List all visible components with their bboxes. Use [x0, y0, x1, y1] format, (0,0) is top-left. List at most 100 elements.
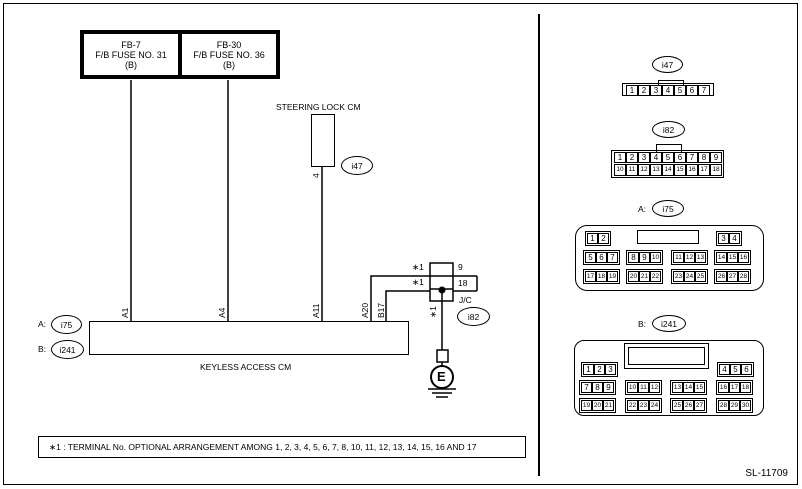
i75-connector-label: i75	[652, 200, 684, 217]
ground-label: E	[437, 369, 446, 384]
i241-latch	[624, 343, 709, 369]
connector-pin: 23	[673, 271, 684, 282]
connector-pin: 3	[638, 152, 650, 163]
fuse-fb30-box: FB-30 F/B FUSE NO. 36 (B)	[178, 30, 280, 79]
connector-pin: 22	[627, 400, 638, 411]
pin-group-frame	[625, 398, 662, 413]
connector-pin: 7	[607, 252, 618, 263]
connector-pin: 3	[718, 233, 729, 244]
i75-prefix: A:	[638, 204, 647, 214]
connector-pin: 18	[740, 382, 751, 393]
connector-pin: 8	[698, 152, 710, 163]
pin-group-frame	[626, 269, 663, 284]
connector-pin: 16	[686, 164, 698, 176]
keyless-b-prefix: B:	[38, 344, 47, 354]
pin-group-frame	[579, 380, 616, 395]
connector-pin: 27	[694, 400, 705, 411]
connector-pin: 9	[603, 382, 614, 393]
diagram-code: SL-11709	[745, 468, 788, 479]
connector-pin: 5	[674, 85, 686, 96]
connector-pin: 17	[698, 164, 710, 176]
connector-pin: 9	[710, 152, 722, 163]
jc-vertical-star: ∗1	[428, 306, 438, 318]
connector-pin: 7	[581, 382, 592, 393]
pin-group-frame	[585, 231, 611, 246]
connector-pin: 16	[738, 252, 749, 263]
connector-pin: 10	[627, 382, 638, 393]
i241-connector-body	[574, 340, 764, 416]
terminal-note: ∗1 : TERMINAL No. OPTIONAL ARRANGEMENT A…	[38, 436, 526, 458]
fuse-fb7-id: FB-7	[121, 39, 141, 50]
connector-pin: 28	[738, 271, 749, 282]
connector-pin: 14	[683, 382, 694, 393]
pin-a1: A1	[120, 307, 130, 318]
connector-pin: 8	[592, 382, 603, 393]
pin-group-frame	[716, 380, 753, 395]
connector-pin: 2	[598, 233, 609, 244]
keyless-b-connector: i241	[51, 340, 84, 359]
steering-lock-connector: i47	[341, 156, 373, 175]
fuse-fb30-id: FB-30	[216, 39, 242, 50]
connector-pin: 3	[650, 85, 662, 96]
connector-pin: 26	[716, 271, 727, 282]
connector-pin: 30	[740, 400, 751, 411]
connector-pin: 24	[649, 400, 660, 411]
keyless-cm-box	[89, 321, 409, 355]
i75-latch	[637, 230, 699, 244]
connector-pin: 8	[628, 252, 639, 263]
connector-pin: 28	[718, 400, 729, 411]
connector-pin: 17	[729, 382, 740, 393]
connector-pin: 23	[638, 400, 649, 411]
connector-pin: 25	[672, 400, 683, 411]
pin-group-frame	[716, 398, 753, 413]
jc-label: J/C	[459, 295, 472, 305]
connector-pin: 1	[587, 233, 598, 244]
jc-connector: i82	[457, 307, 490, 326]
pin-group-frame	[671, 250, 708, 265]
pin-a11: A11	[311, 303, 321, 319]
connector-pin: 19	[607, 271, 618, 282]
pin-b17: B17	[376, 302, 386, 318]
connector-pin: 10	[614, 164, 626, 176]
fuse-fb30-name: F/B FUSE NO. 36	[193, 49, 265, 60]
steering-lock-label: STEERING LOCK CM	[276, 102, 361, 112]
connector-pin: 10	[650, 252, 661, 263]
pin-group-frame	[670, 398, 707, 413]
connector-pin: 15	[694, 382, 705, 393]
connector-pin: 5	[585, 252, 596, 263]
pin-group-frame	[583, 269, 620, 284]
i47-connector-label: i47	[652, 56, 683, 73]
connector-pin: 6	[674, 152, 686, 163]
connector-pin: 9	[639, 252, 650, 263]
pin-group-frame	[579, 398, 616, 413]
connector-pin: 6	[686, 85, 698, 96]
connector-pin: 4	[650, 152, 662, 163]
connector-pin: 20	[592, 400, 603, 411]
connector-pin: 2	[594, 364, 605, 375]
connector-pin: 27	[727, 271, 738, 282]
fuse-fb7-name: F/B FUSE NO. 31	[95, 49, 167, 60]
pin-group-frame	[714, 269, 751, 284]
keyless-a-prefix: A:	[38, 319, 47, 329]
connector-pin: 2	[638, 85, 650, 96]
keyless-cm-label: KEYLESS ACCESS CM	[200, 362, 292, 372]
i241-latch-inner	[628, 347, 705, 365]
connector-pin: 25	[695, 271, 706, 282]
connector-pin: 12	[638, 164, 650, 176]
connector-pin: 14	[662, 164, 674, 176]
connector-pin: 4	[729, 233, 740, 244]
connector-pin: 11	[638, 382, 649, 393]
connector-pin: 6	[741, 364, 752, 375]
diagram-frame	[3, 3, 798, 485]
jc-pin-9: 9	[458, 262, 463, 272]
connector-pin: 15	[674, 164, 686, 176]
jc-star-top: ∗1	[412, 262, 424, 272]
steering-lock-box	[311, 114, 335, 167]
connector-pin: 7	[686, 152, 698, 163]
i241-connector-label: i241	[652, 315, 686, 332]
pin-group-frame	[714, 250, 751, 265]
fuse-fb7-box: FB-7 F/B FUSE NO. 31 (B)	[80, 30, 182, 79]
connector-pin: 15	[727, 252, 738, 263]
connector-pin: 16	[718, 382, 729, 393]
